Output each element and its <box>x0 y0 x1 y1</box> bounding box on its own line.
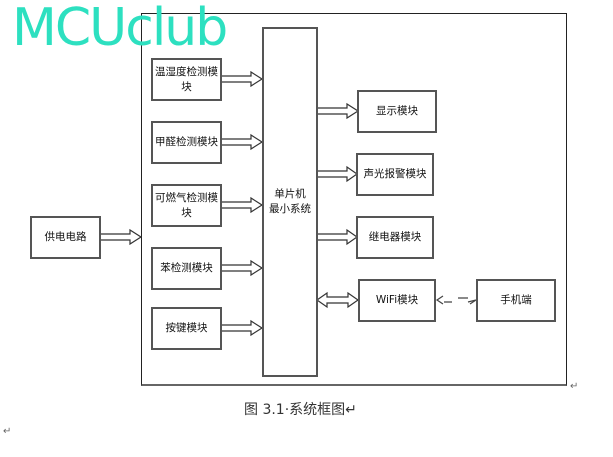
mcu-label-line2: 最小系统 <box>269 203 311 215</box>
output-label: 显示模块 <box>376 105 418 117</box>
mcu-box: 单片机 最小系统 <box>262 27 318 377</box>
watermark-logo: MCUclub <box>12 0 228 58</box>
arrow-input-1 <box>220 70 264 88</box>
output-box-display: 显示模块 <box>357 90 437 133</box>
arrow-output-1 <box>316 102 360 120</box>
input-box-temp-humidity: 温湿度检测模块 <box>151 58 222 101</box>
output-box-alarm: 声光报警模块 <box>356 153 434 196</box>
input-box-benzene: 苯检测模块 <box>151 247 222 290</box>
output-label: 声光报警模块 <box>363 168 427 180</box>
input-label: 甲醛检测模块 <box>155 136 218 148</box>
input-box-combustible-gas: 可燃气检测模块 <box>151 184 222 227</box>
power-supply-label: 供电电路 <box>44 231 87 243</box>
diagram-frame-top <box>141 13 566 14</box>
input-label: 温湿度检测模块 <box>155 65 218 93</box>
input-label: 可燃气检测模块 <box>155 191 218 219</box>
power-supply-box: 供电电路 <box>30 216 101 259</box>
dashed-link-wifi-phone <box>435 295 477 305</box>
output-box-wifi: WiFi模块 <box>358 279 436 322</box>
arrow-output-2 <box>316 165 359 183</box>
input-label: 苯检测模块 <box>160 262 213 274</box>
diagram-frame <box>141 13 567 386</box>
arrow-input-2 <box>220 133 264 151</box>
figure-caption: 图 3.1·系统框图↵ <box>244 402 357 418</box>
paragraph-mark: ↵ <box>570 381 579 392</box>
input-box-keys: 按键模块 <box>151 307 222 350</box>
arrow-input-3 <box>220 196 264 214</box>
arrow-power <box>99 228 143 246</box>
arrow-input-4 <box>220 259 264 277</box>
arrow-wifi-bidirectional <box>315 291 360 309</box>
output-label: 继电器模块 <box>368 231 422 243</box>
paragraph-mark: ↵ <box>3 426 12 437</box>
output-label: WiFi模块 <box>375 294 419 306</box>
phone-label: 手机端 <box>500 294 532 306</box>
arrow-input-5 <box>220 319 264 337</box>
arrow-output-3 <box>316 228 359 246</box>
mcu-label-line1: 单片机 <box>274 188 306 200</box>
input-box-formaldehyde: 甲醛检测模块 <box>151 121 222 164</box>
phone-box: 手机端 <box>476 279 556 322</box>
output-box-relay: 继电器模块 <box>356 216 434 259</box>
input-label: 按键模块 <box>165 322 208 334</box>
